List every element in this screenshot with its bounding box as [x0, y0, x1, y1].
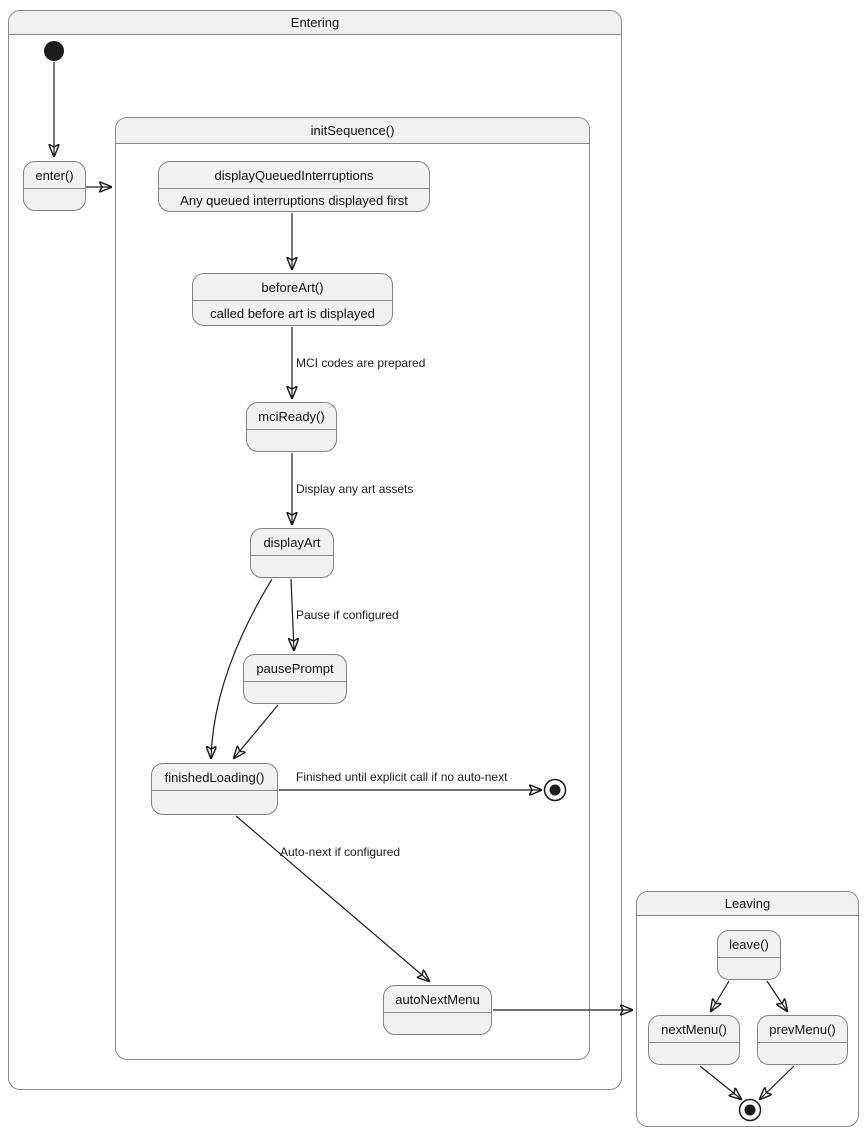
- state-display-art-label: displayArt: [251, 529, 333, 556]
- state-next-menu: nextMenu(): [648, 1015, 740, 1065]
- state-auto-next-menu-label: autoNextMenu: [384, 986, 491, 1013]
- transition-label-mci-codes: MCI codes are prepared: [296, 356, 426, 370]
- transition-label-finished-until-explicit: Finished until explicit call if no auto-…: [296, 770, 508, 784]
- state-leave-body: [718, 958, 780, 979]
- init-sequence-composite-state: initSequence(): [115, 117, 590, 1060]
- state-leave-label: leave(): [718, 931, 780, 958]
- state-pause-prompt: pausePrompt: [243, 654, 347, 704]
- transition-label-display-art-assets: Display any art assets: [296, 482, 414, 496]
- state-mci-ready-body: [247, 430, 336, 451]
- state-finished-loading-body: [152, 791, 277, 814]
- state-finished-loading-label: finishedLoading(): [152, 764, 277, 791]
- state-before-art: beforeArt() called before art is display…: [192, 273, 393, 326]
- state-display-queued-interruptions-label: displayQueuedInterruptions: [159, 162, 429, 189]
- state-auto-next-menu: autoNextMenu: [383, 985, 492, 1035]
- state-mci-ready: mciReady(): [246, 402, 337, 452]
- state-display-queued-interruptions-description: Any queued interruptions displayed first: [180, 192, 408, 208]
- state-auto-next-menu-body: [384, 1013, 491, 1034]
- state-enter-label: enter(): [24, 162, 85, 189]
- entering-title: Entering: [9, 11, 621, 35]
- state-pause-prompt-label: pausePrompt: [244, 655, 346, 682]
- state-pause-prompt-body: [244, 682, 346, 703]
- leaving-title: Leaving: [637, 892, 858, 916]
- state-display-art: displayArt: [250, 528, 334, 578]
- state-prev-menu: prevMenu(): [757, 1015, 848, 1065]
- leaving-composite-state: Leaving: [636, 891, 859, 1127]
- state-before-art-label: beforeArt(): [193, 274, 392, 301]
- transition-label-auto-next-if-configured: Auto-next if configured: [280, 845, 401, 859]
- state-next-menu-label: nextMenu(): [649, 1016, 739, 1043]
- state-display-art-body: [251, 556, 333, 577]
- state-finished-loading: finishedLoading(): [151, 763, 278, 815]
- state-leave: leave(): [717, 930, 781, 980]
- state-before-art-description: called before art is displayed: [210, 305, 375, 321]
- state-enter: enter(): [23, 161, 86, 211]
- state-prev-menu-body: [758, 1043, 847, 1064]
- state-display-queued-interruptions: displayQueuedInterruptions Any queued in…: [158, 161, 430, 212]
- transition-label-pause-if-configured: Pause if configured: [296, 608, 399, 622]
- state-next-menu-body: [649, 1043, 739, 1064]
- state-enter-body: [24, 189, 85, 210]
- state-prev-menu-label: prevMenu(): [758, 1016, 847, 1043]
- state-mci-ready-label: mciReady(): [247, 403, 336, 430]
- init-sequence-title: initSequence(): [116, 118, 589, 144]
